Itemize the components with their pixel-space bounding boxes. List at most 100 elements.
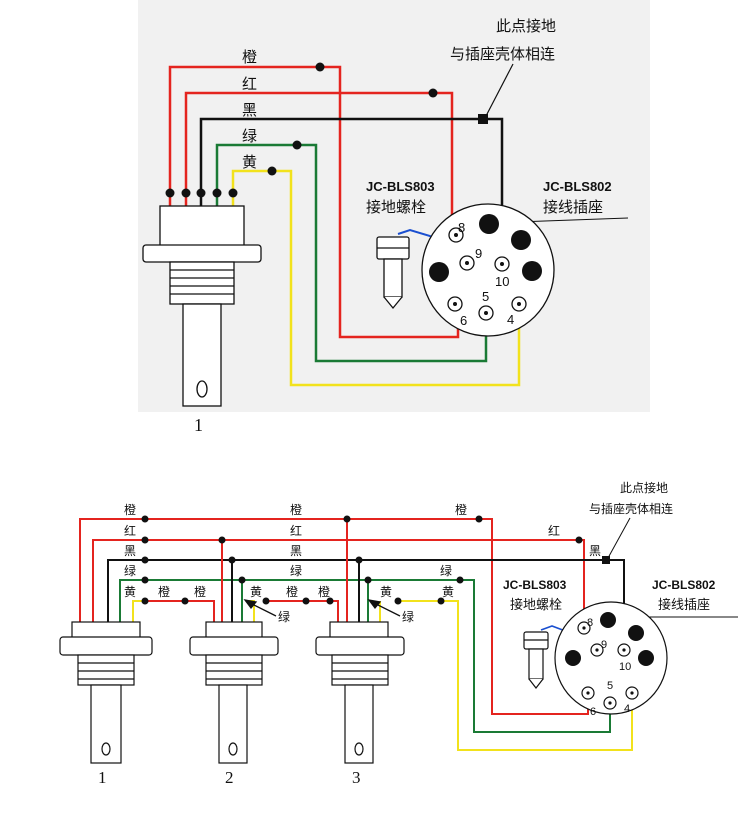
- bottom-bolt-name: 接地螺栓: [510, 597, 562, 613]
- bottom-bolt-model: JC-BLS803: [503, 578, 567, 592]
- top-label-green: 绿: [242, 127, 257, 145]
- bottom-ground-bolt: [523, 631, 549, 689]
- top-socket: 8 9 10 6 5 4: [421, 203, 555, 337]
- top-wire-green: [215, 143, 488, 363]
- junction-dot: [364, 576, 372, 584]
- pin-center: [622, 648, 626, 652]
- electrode-stem: [329, 621, 389, 639]
- top-diagram: 橙 红 黑 绿 黄 此点接地 与插座壳体相连 1: [138, 0, 650, 435]
- socket-hole: [429, 262, 449, 282]
- junction-dot: [141, 597, 149, 605]
- bottom-wire-yellow-main: [441, 600, 633, 751]
- pin-center: [454, 233, 458, 237]
- arrow-line: [249, 602, 277, 617]
- b-label-orange: 橙: [124, 502, 136, 517]
- b-pin-label-5: 5: [607, 680, 613, 692]
- pin-label-4: 4: [507, 312, 514, 327]
- junction-dot: [228, 188, 238, 198]
- socket-pin-centers: [582, 626, 634, 705]
- top-electrode-1: [142, 205, 262, 407]
- junction-dot: [355, 556, 363, 564]
- pin-center: [586, 691, 590, 695]
- pin-center: [595, 648, 599, 652]
- e1-orange-label-2: 橙: [194, 584, 206, 599]
- pin-label-9: 9: [475, 246, 482, 261]
- pin-center: [453, 302, 457, 306]
- e3-green-label: 绿: [402, 609, 414, 624]
- bottom-diagram: 橙 红 黑 绿 黄 橙 橙 红 红 黑 黑 绿 绿 黄 橙 橙 黄 绿 橙 橙 …: [59, 480, 738, 787]
- e1-orange-label: 橙: [158, 584, 170, 599]
- bottom-wire-orange: [79, 518, 589, 715]
- pin-center: [465, 261, 469, 265]
- pin-label-5: 5: [482, 289, 489, 304]
- junction-dot: [228, 556, 236, 564]
- ground-point-marker: [478, 114, 488, 124]
- pin-center: [608, 701, 612, 705]
- bottom-socket-model: JC-BLS802: [652, 578, 716, 592]
- socket-hole: [638, 650, 654, 666]
- b-label-red-mid: 红: [290, 523, 302, 538]
- b-label-orange-right: 橙: [455, 502, 467, 517]
- b-label-orange-mid: 橙: [290, 502, 302, 517]
- b-pin-label-6: 6: [590, 706, 596, 718]
- pin-label-6: 6: [460, 313, 467, 328]
- junction-dot: [475, 515, 483, 523]
- pin-label-8: 8: [458, 220, 465, 235]
- bottom-electrode-2: [189, 621, 279, 764]
- pin-center: [484, 311, 488, 315]
- junction-dot: [302, 597, 310, 605]
- bottom-electrode-3: [315, 621, 405, 764]
- socket-hole: [565, 650, 581, 666]
- junction-dot: [394, 597, 402, 605]
- junction-dot: [315, 62, 325, 72]
- bolt-tip: [528, 678, 544, 689]
- pin-center: [500, 262, 504, 266]
- socket-pin-centers: [453, 233, 521, 315]
- junction-dot: [141, 515, 149, 523]
- junction-dot: [575, 536, 583, 544]
- top-socket-name: 接线插座: [543, 198, 603, 216]
- b-pin-label-4: 4: [624, 703, 630, 715]
- junction-dot: [292, 140, 302, 150]
- top-ground-leader: [485, 63, 514, 117]
- junction-dot: [267, 166, 277, 176]
- junction-dot: [437, 597, 445, 605]
- junction-dot: [141, 576, 149, 584]
- electrode-flange: [142, 244, 262, 263]
- bottom-junctions: [141, 515, 610, 605]
- bottom-wire-labels: 橙 红 黑 绿 黄 橙 橙 红 红 黑 黑 绿 绿 黄 橙 橙 黄 绿 橙 橙 …: [124, 502, 601, 624]
- e2-yellow-label: 黄: [250, 585, 262, 599]
- bottom-electrode-1: [59, 621, 153, 764]
- junction-dot: [238, 576, 246, 584]
- top-wire-yellow: [231, 169, 521, 387]
- b-label-red-right: 红: [548, 523, 560, 538]
- top-label-red: 红: [242, 75, 257, 93]
- electrode-thread: [205, 654, 263, 686]
- junction-dot: [428, 88, 438, 98]
- top-socket-leader: [516, 217, 629, 223]
- b-label-green-mid: 绿: [290, 563, 302, 578]
- arrow-head: [243, 599, 258, 610]
- pin-center: [517, 302, 521, 306]
- bottom-socket: 8 9 10 6 5 4: [554, 601, 668, 718]
- pin-center: [630, 691, 634, 695]
- junction-dot: [212, 188, 222, 198]
- top-electrode-number: 1: [194, 415, 203, 435]
- e2-green-label: 绿: [278, 609, 290, 624]
- b-label-yellow: 黄: [124, 585, 136, 599]
- electrode-thread: [77, 654, 135, 686]
- electrode-stem: [205, 621, 263, 639]
- electrode-flange: [189, 636, 279, 656]
- junction-dot: [165, 188, 175, 198]
- b-label-black-mid: 黑: [290, 544, 302, 558]
- bottom-electrode-number-3: 3: [352, 768, 361, 787]
- bottom-electrode-number-1: 1: [98, 768, 107, 787]
- junction-dot: [196, 188, 206, 198]
- top-label-yellow: 黄: [242, 153, 257, 171]
- top-wire-orange: [168, 65, 460, 339]
- electrode-window: [101, 742, 111, 756]
- top-wire-labels: 橙 红 黑 绿 黄: [242, 48, 257, 171]
- electrode-thread: [169, 261, 235, 305]
- socket-hole: [628, 625, 644, 641]
